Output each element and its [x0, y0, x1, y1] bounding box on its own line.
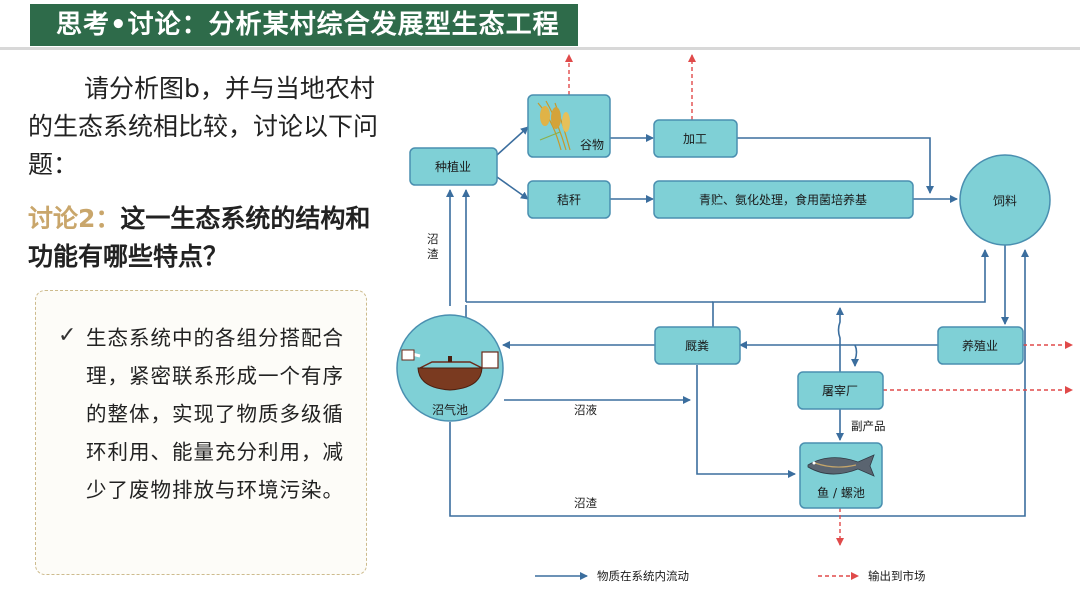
node-silage: 青贮、氨化处理，食用菌培养基 [653, 180, 914, 219]
legend-flow-label: 物质在系统内流动 [597, 569, 689, 583]
answer-text: 生态系统中的各组分搭配合理，紧密联系形成一个有序的整体，实现了物质多级循环利用、… [86, 326, 344, 502]
legend-market-label: 输出到市场 [868, 569, 926, 583]
node-fish-pond: 鱼 / 螺池 [799, 442, 883, 509]
node-fish-pond-label: 鱼 / 螺池 [817, 486, 865, 500]
node-feed-label: 饲料 [993, 194, 1017, 208]
slide-title: 思考•讨论：分析某村综合发展型生态工程 [30, 4, 578, 46]
node-planting-label: 种植业 [435, 159, 471, 174]
node-straw-label: 秸秆 [557, 193, 581, 207]
node-biogas: 沼气池 [396, 314, 504, 422]
edge-biogas-residue-feed [449, 249, 1029, 517]
question-text: 这一生态系统的结构和功能有哪些特点？ [28, 204, 371, 271]
label-byproduct: 副产品 [851, 419, 886, 433]
edge-planting-straw [496, 176, 529, 200]
answer-box: ✓ 生态系统中的各组分搭配合理，紧密联系形成一个有序的整体，实现了物质多级循环利… [35, 290, 367, 575]
edge-manure-slaughter [851, 344, 859, 367]
node-manure-label: 厩粪 [685, 339, 709, 353]
fish-image [807, 454, 875, 477]
node-grain: 谷物 [527, 94, 611, 158]
question-label: 讨论2： [28, 204, 121, 233]
intro-text: 请分析图b，并与当地农村的生态系统相比较，讨论以下问题： [28, 74, 379, 179]
market-edges [565, 54, 1073, 546]
node-slaughter: 屠宰厂 [797, 371, 884, 410]
node-breeding-label: 养殖业 [962, 338, 998, 353]
biogas-tank-icon [401, 349, 499, 391]
node-slaughter-label: 屠宰厂 [822, 383, 858, 398]
discussion-question: 讨论2：这一生态系统的结构和功能有哪些特点？ [28, 200, 378, 276]
edge-slaughter-up [836, 307, 844, 372]
edge-planting-grain [496, 126, 529, 156]
node-breeding: 养殖业 [937, 326, 1024, 365]
label-biogas-liquid: 沼液 [574, 403, 597, 417]
node-straw: 秸秆 [527, 180, 611, 219]
label-residue-up-1: 沼 [427, 232, 439, 246]
label-residue-bottom: 沼渣 [574, 496, 597, 510]
node-manure: 厩粪 [654, 326, 741, 365]
title-divider [0, 47, 1080, 50]
node-biogas-label: 沼气池 [432, 402, 468, 417]
legend: 物质在系统内流动 输出到市场 [535, 569, 926, 583]
grain-image [537, 100, 571, 151]
node-feed: 饲料 [959, 154, 1051, 246]
label-residue-up-2: 渣 [427, 247, 439, 261]
edge-manure-fishpond [696, 365, 796, 478]
flow-edges [446, 126, 1029, 517]
node-planting: 种植业 [409, 147, 498, 186]
node-silage-label: 青贮、氨化处理，食用菌培养基 [699, 192, 867, 207]
edge-manure-feed [712, 249, 989, 327]
check-icon: ✓ [58, 323, 77, 348]
node-processing-label: 加工 [683, 132, 707, 146]
node-processing: 加工 [653, 119, 738, 158]
edge-processing-feed [737, 137, 934, 194]
node-grain-label: 谷物 [580, 138, 604, 152]
